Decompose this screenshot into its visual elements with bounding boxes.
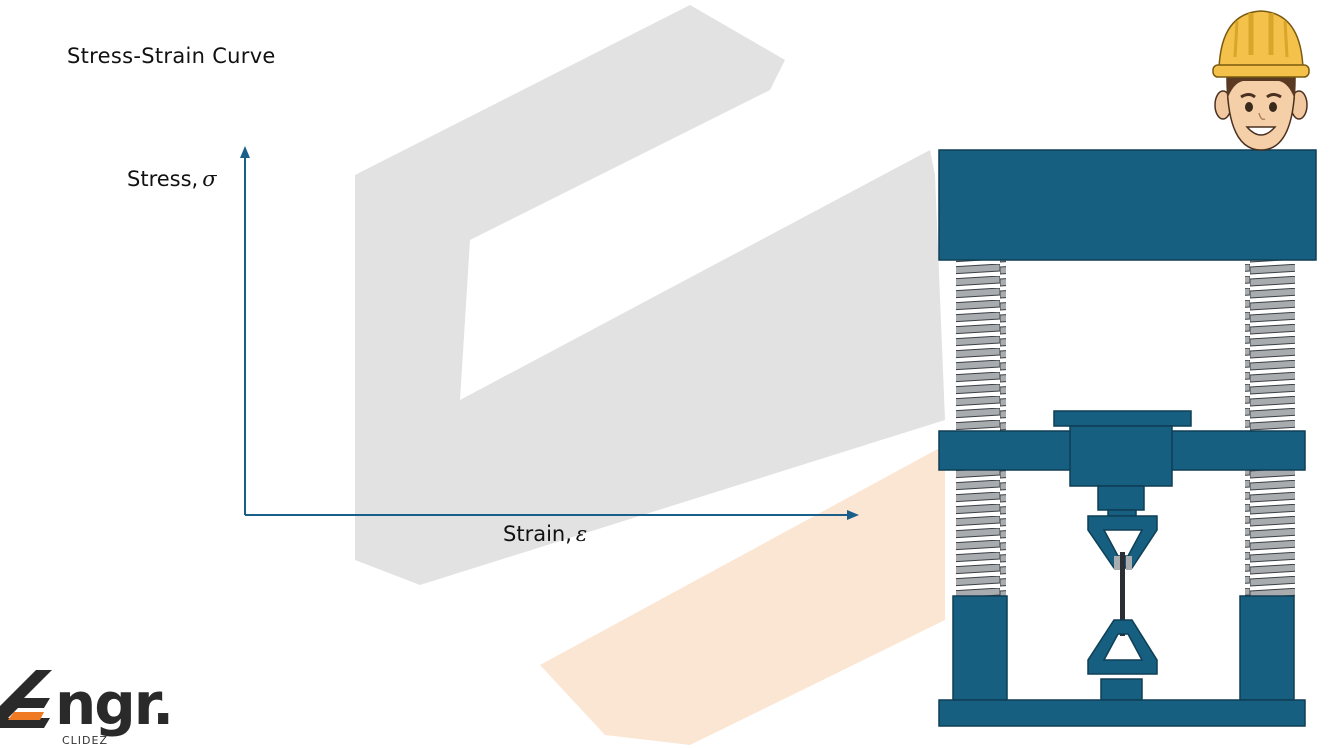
x-axis-label: Strain,ε — [503, 522, 587, 546]
lower-grip — [1087, 619, 1158, 675]
left-screw-upper — [956, 260, 1006, 432]
load-cell — [1069, 425, 1173, 487]
logo-subtext: CLIDEZ — [62, 734, 109, 747]
top-crosshead — [938, 149, 1317, 261]
sigma-symbol: σ — [202, 167, 217, 191]
stress-strain-axes — [240, 146, 859, 520]
y-axis-label: Stress,σ — [127, 167, 217, 191]
load-cell-top-plate — [1053, 410, 1192, 427]
logo-text: ngr. — [55, 670, 174, 738]
epsilon-symbol: ε — [575, 522, 588, 546]
machine-base — [938, 699, 1306, 727]
engr-logo-icon — [0, 670, 52, 728]
engineer-avatar-icon — [1212, 10, 1310, 151]
right-screw-lower — [1245, 470, 1295, 596]
x-axis-label-text: Strain, — [503, 522, 572, 546]
left-screw-lower — [956, 470, 1006, 596]
slide-title: Stress-Strain Curve — [67, 44, 276, 68]
y-axis-label-text: Stress, — [127, 167, 199, 191]
right-screw-upper — [1245, 260, 1295, 432]
tensile-testing-machine — [938, 149, 1317, 727]
right-column — [1239, 595, 1295, 701]
left-column — [952, 595, 1008, 701]
test-specimen — [1120, 552, 1125, 636]
